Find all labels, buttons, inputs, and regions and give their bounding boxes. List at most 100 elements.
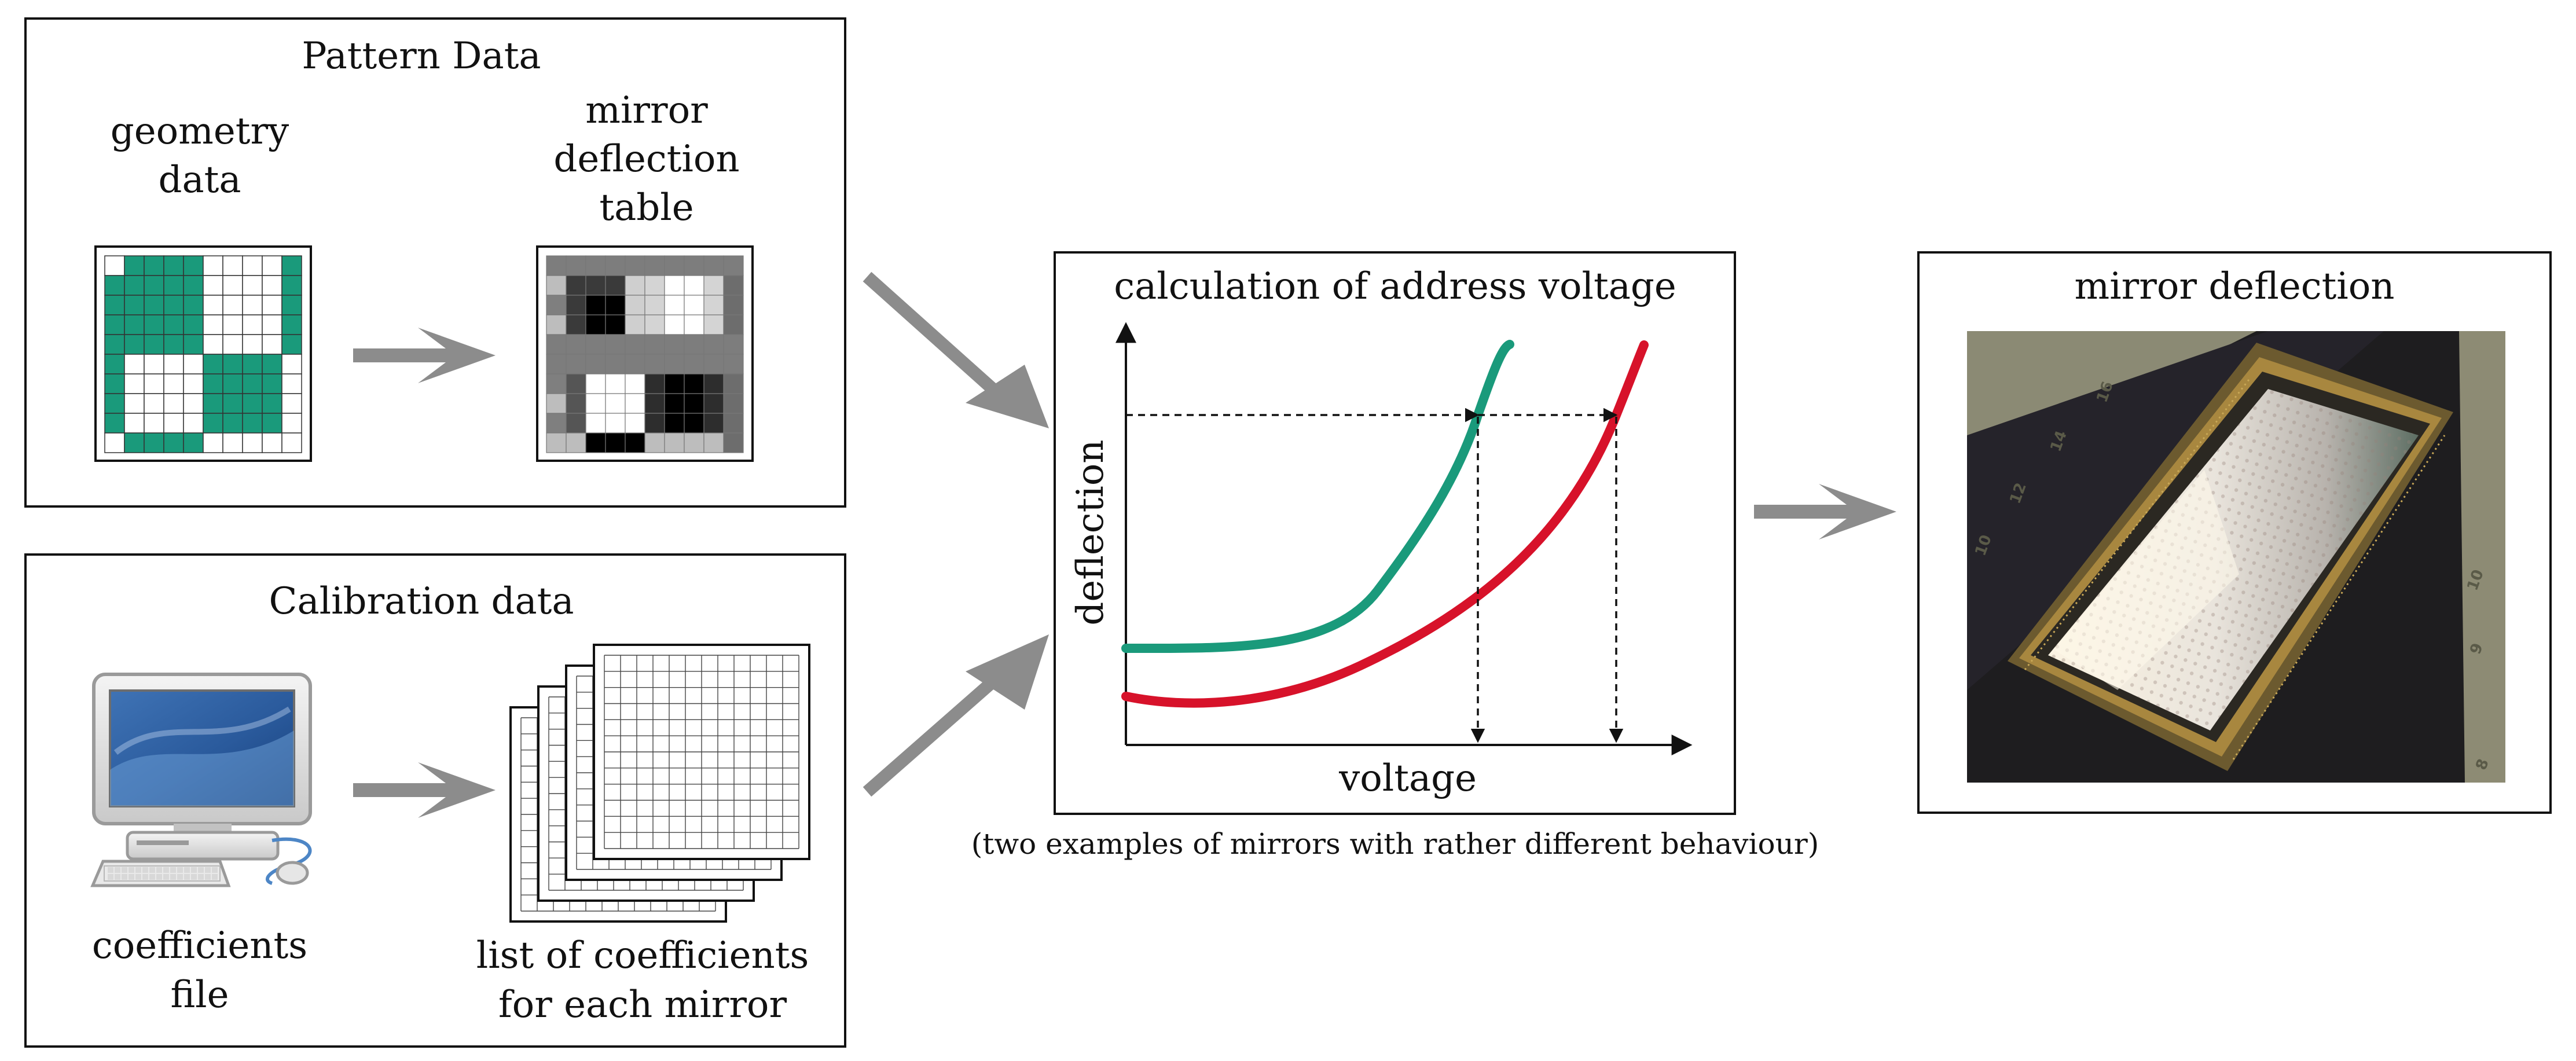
grid-cell [625,334,645,355]
grid-cell [625,354,645,375]
grid-cell [124,432,145,453]
grid-cell [703,295,724,315]
grid-cell [203,373,223,394]
keyboard-key [129,874,134,880]
grid-cell [183,275,204,296]
grid-cell [144,275,164,296]
grid-cell [242,295,263,315]
keyboard-key [177,867,183,873]
keyboard-key [170,874,176,880]
keyboard-key [135,874,141,880]
keyboard-key [142,874,148,880]
grid-cell [262,334,282,355]
geometry-data-label-line2: data [159,159,241,201]
grid-cell [144,373,164,394]
grid-cell [723,275,744,296]
grid-cell [222,354,243,375]
grid-cell [163,255,184,276]
keyboard-key [212,867,218,873]
grid-cell [566,432,586,453]
grid-cell [144,413,164,434]
keyboard-key [122,874,127,880]
deflection-voltage-chart: deflection voltage [1069,322,1693,800]
grid-cell [281,413,302,434]
grid-cell [566,275,586,296]
grid-cell [183,255,204,276]
grid-cell [684,314,704,335]
grid-cell [684,413,704,434]
grid-cell [644,393,665,414]
coefficient-list-label-line1: list of coefficients [476,934,809,977]
grid-cell [684,295,704,315]
grid-cell [104,314,125,335]
grid-cell [262,373,282,394]
grid-cell [585,413,606,434]
grid-cell [605,354,626,375]
grid-cell [163,275,184,296]
grid-cell [222,255,243,276]
keyboard-key [149,874,155,880]
grid-cell [104,255,125,276]
grid-cell [546,255,567,276]
coefficients-file-label-line2: file [170,974,229,1016]
grid-cell [281,354,302,375]
grid-cell [723,334,744,355]
grid-cell [644,295,665,315]
grid-cell [262,432,282,453]
grid-cell [104,432,125,453]
grid-cell [684,255,704,276]
grid-cell [222,432,243,453]
grid-cell [664,373,685,394]
grid-cell [585,354,606,375]
grid-cell [585,393,606,414]
grid-cell [585,314,606,335]
grid-cell [144,354,164,375]
series-curve-teal [1121,340,1514,654]
calibration-data-panel: Calibration data coefficients file list … [24,553,846,1048]
grid-cell [566,354,586,375]
grid-cell [703,255,724,276]
grid-cell [605,393,626,414]
grid-cell [546,432,567,453]
mirror-deflection-panel: mirror deflection [1917,251,2552,814]
grid-cell [203,255,223,276]
deflection-table-label-line3: table [599,186,693,229]
grid-cell [664,275,685,296]
grid-cell [124,373,145,394]
grid-cell [242,373,263,394]
grid-cell [163,393,184,414]
keyboard-key [156,874,162,880]
keyboard-key [108,874,113,880]
keyboard-key [191,867,197,873]
grid-cell [163,314,184,335]
grid-cell [605,334,626,355]
grid-cell [124,255,145,276]
grid-cell [723,393,744,414]
grid-cell [242,354,263,375]
grid-cell [242,255,263,276]
keyboard-key [198,874,204,880]
grid-cell [625,314,645,335]
grid-cell [566,295,586,315]
grid-cell [546,295,567,315]
grid-cell [585,255,606,276]
grid-cell [546,393,567,414]
grid-cell [104,354,125,375]
grid-cell [703,393,724,414]
grid-cell [222,275,243,296]
grid-cell [644,373,665,394]
keyboard-key [122,867,127,873]
keyboard-key [198,867,204,873]
grid-cell [664,413,685,434]
grid-cell [144,255,164,276]
grid-cell [684,373,704,394]
grid-cell [144,295,164,315]
grid-cell [644,334,665,355]
grid-cell [124,275,145,296]
grid-cell [625,255,645,276]
grid-cell [664,354,685,375]
grid-cell [684,354,704,375]
grid-cell [546,334,567,355]
grid-cell [163,373,184,394]
